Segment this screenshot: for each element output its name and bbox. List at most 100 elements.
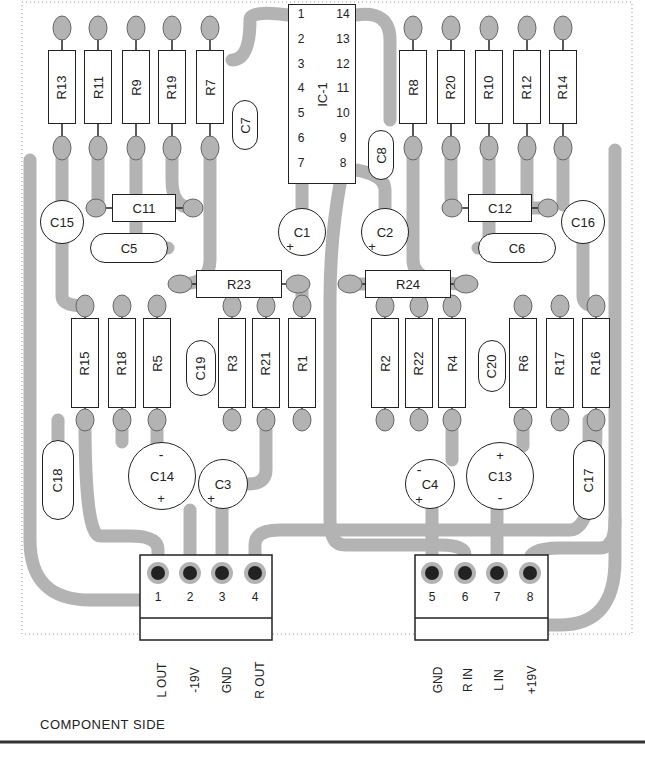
- polarity-mark: +: [368, 240, 376, 253]
- terminal-number: 7: [494, 591, 501, 603]
- resistor-body: R20: [437, 50, 465, 124]
- part-label: R15: [78, 351, 91, 375]
- pin-number: 8: [340, 157, 347, 169]
- signal-name: L IN: [493, 669, 505, 691]
- terminal-pad: [147, 562, 169, 584]
- part-label: R16: [589, 351, 602, 375]
- solder-pad: [442, 199, 462, 217]
- solder-pad: [257, 409, 275, 431]
- resistor-body: R14: [549, 50, 577, 124]
- solder-pad: [443, 409, 461, 431]
- pin-number: 4: [298, 82, 305, 94]
- pin-number: 13: [336, 33, 349, 45]
- terminal-pad: [179, 562, 201, 584]
- resistor-body: R8: [399, 50, 427, 124]
- solder-pad: [410, 409, 428, 431]
- signal-name: GND: [432, 667, 444, 694]
- part-label: R2: [379, 355, 392, 372]
- part-label: R10: [482, 75, 495, 99]
- resistor-body: R24: [365, 270, 451, 298]
- solder-pad: [223, 295, 241, 317]
- resistor-body: R21: [252, 318, 280, 408]
- solder-pad: [183, 199, 203, 217]
- terminal-pad: [211, 562, 233, 584]
- terminal-pad: [244, 562, 266, 584]
- capacitor-body: C18: [42, 440, 74, 520]
- resistor-body: R11: [84, 50, 112, 124]
- part-label: C7: [239, 117, 252, 134]
- solder-pad: [89, 136, 107, 160]
- polarity-mark: +: [496, 449, 504, 462]
- pin-number: 3: [298, 58, 305, 70]
- part-label: C11: [133, 202, 156, 215]
- solder-pad: [538, 199, 558, 217]
- solder-pad: [338, 275, 362, 293]
- solder-pad: [148, 295, 166, 317]
- terminal-number: 6: [462, 591, 469, 603]
- resistor-body: R6: [509, 318, 537, 408]
- solder-pad: [257, 295, 275, 317]
- part-label: R22: [412, 351, 425, 375]
- pin-number: 7: [298, 157, 305, 169]
- solder-pad: [293, 295, 311, 317]
- capacitor-body: C8: [368, 130, 394, 180]
- pin-number: 11: [337, 82, 349, 94]
- part-label: R14: [556, 75, 569, 99]
- solder-pad: [76, 295, 94, 317]
- polarity-mark: -: [159, 448, 164, 462]
- capacitor-body: C6: [478, 233, 556, 263]
- terminal-pad: [151, 566, 165, 580]
- part-label: R23: [227, 278, 251, 291]
- solder-pad: [514, 295, 532, 317]
- polarity-mark: +: [207, 492, 215, 505]
- electrolytic-capacitor: C4: [405, 459, 455, 509]
- capacitor-body: C11: [112, 194, 176, 222]
- pin-number: 5: [298, 107, 305, 119]
- copper-trace: [296, 184, 309, 208]
- part-label: C20: [485, 354, 498, 378]
- signal-name: +19V: [526, 666, 538, 694]
- part-label: R11: [91, 76, 104, 99]
- part-label: R19: [165, 75, 178, 99]
- solder-pad: [404, 16, 422, 40]
- polarity-mark: +: [415, 493, 423, 506]
- solder-pad: [410, 295, 428, 317]
- resistor-body: R22: [405, 318, 433, 408]
- terminal-number: 4: [252, 591, 259, 603]
- board-outline: [22, 2, 632, 634]
- polarity-mark: +: [286, 240, 294, 253]
- terminal-pad: [523, 566, 537, 580]
- pin-number: 9: [340, 132, 347, 144]
- terminal-block: [140, 555, 272, 640]
- solder-pad: [127, 16, 145, 40]
- part-label: R9: [130, 79, 143, 96]
- polarity-mark: -: [498, 491, 503, 505]
- signal-name: R IN: [462, 668, 474, 692]
- terminal-number: 1: [155, 591, 162, 603]
- signal-name: GND: [221, 667, 233, 694]
- pin-number: 2: [298, 33, 305, 45]
- part-label: C18: [51, 468, 64, 492]
- part-label: C19: [194, 356, 207, 380]
- terminal-pad: [147, 562, 541, 584]
- solder-pad: [480, 16, 498, 40]
- terminal-block: [415, 617, 548, 619]
- solder-pad: [223, 409, 241, 431]
- board-outline: [0, 741, 645, 744]
- terminal-pad: [454, 562, 476, 584]
- copper-trace: [330, 184, 465, 573]
- capacitor-body: C17: [573, 440, 605, 520]
- part-label: R6: [517, 355, 530, 372]
- solder-pad: [76, 409, 94, 431]
- copper-trace: [30, 13, 615, 625]
- capacitor-body: C12: [468, 194, 532, 222]
- terminal-pad: [458, 566, 472, 580]
- part-label: R18: [115, 351, 128, 375]
- copper-trace: [232, 13, 288, 60]
- terminal-number: 3: [219, 591, 226, 603]
- capacitor-body: C19: [186, 340, 216, 396]
- part-label: IC-1: [316, 82, 329, 107]
- part-label: C5: [121, 242, 138, 255]
- solder-pad: [293, 409, 311, 431]
